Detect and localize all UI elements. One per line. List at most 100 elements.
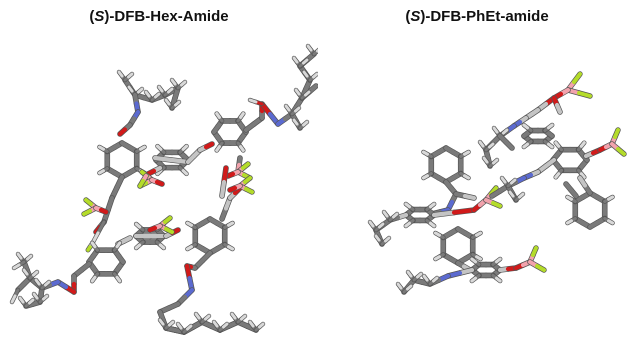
bond (192, 250, 213, 271)
bond (297, 119, 310, 131)
bond (553, 168, 564, 180)
bond (214, 140, 225, 153)
bond (89, 240, 100, 253)
bond (222, 220, 235, 230)
bond (505, 177, 518, 189)
bond (214, 111, 225, 124)
bond (401, 283, 414, 295)
bond (97, 144, 110, 154)
bond (39, 279, 52, 291)
bond (299, 89, 312, 101)
bond (551, 95, 563, 115)
bond (576, 168, 587, 180)
bond (162, 86, 175, 98)
bond (134, 144, 147, 154)
bond (542, 122, 555, 133)
bond (175, 79, 188, 91)
bond (137, 173, 149, 189)
bond (235, 111, 246, 124)
bond (565, 216, 578, 226)
bond (197, 141, 215, 153)
bond (147, 223, 163, 233)
bond (535, 157, 557, 175)
bond (445, 267, 475, 279)
bond (112, 271, 123, 284)
bond (587, 215, 608, 230)
bond (453, 191, 477, 201)
title-chirality: S (410, 8, 421, 25)
bond (109, 174, 125, 201)
bond (112, 240, 123, 253)
bond (602, 194, 615, 204)
bond (177, 165, 189, 177)
bond (379, 235, 392, 247)
bond (149, 91, 162, 103)
bond (424, 218, 437, 229)
bond (243, 115, 265, 133)
bond (9, 287, 21, 305)
bond (431, 207, 477, 218)
bond (421, 171, 434, 181)
bond (433, 252, 446, 262)
bond (89, 271, 100, 284)
bond (235, 313, 248, 325)
bond (609, 141, 627, 157)
bond (469, 273, 482, 284)
bond (387, 211, 400, 223)
bond (490, 273, 503, 284)
title-paren-open: ( (89, 8, 95, 25)
bond (565, 71, 583, 93)
bond (199, 313, 212, 325)
bond (470, 230, 483, 240)
bond (222, 242, 235, 252)
bond (513, 191, 526, 203)
bond (521, 139, 534, 150)
bond (117, 122, 133, 137)
bond (311, 47, 318, 57)
bond (458, 171, 471, 181)
bond (227, 183, 243, 193)
bond (483, 197, 503, 209)
bond (253, 321, 266, 333)
panel-title-hex-amide: (S)-DFB-Hex-Amide (0, 8, 318, 25)
bond (184, 263, 195, 293)
bond (11, 259, 27, 271)
bond (497, 133, 515, 151)
bond (411, 271, 424, 283)
title-chirality: S (94, 8, 105, 25)
bond (424, 201, 437, 212)
bond (175, 287, 195, 307)
crystal-packing-hex-amide (9, 43, 318, 335)
bond (469, 256, 482, 267)
bond (535, 95, 557, 113)
bond (169, 99, 182, 111)
crystal-packing-phet-amide (367, 71, 627, 295)
panel-hex-amide: (S)-DFB-Hex-Amide (0, 8, 318, 335)
bond (433, 230, 446, 240)
bond (23, 297, 36, 309)
bond (521, 122, 534, 133)
bond (155, 143, 167, 155)
bond (470, 252, 483, 262)
bond (307, 71, 318, 83)
bond (27, 269, 40, 281)
bond (71, 261, 92, 279)
bond (403, 218, 416, 229)
panel-phet-amide: (S)-DFB-PhEt-amide (318, 0, 636, 348)
bond (152, 155, 191, 165)
bond (602, 216, 615, 226)
bond (37, 293, 50, 305)
bond (289, 105, 302, 117)
bond (225, 169, 241, 179)
bond (563, 181, 579, 199)
bond (149, 177, 165, 187)
bond (177, 143, 189, 155)
bond (145, 165, 163, 177)
title-compound-name: )-DFB-Hex-Amide (104, 8, 229, 25)
bond (458, 149, 471, 159)
title-compound-name: )-DFB-PhEt-amide (420, 8, 549, 25)
bond (247, 97, 265, 107)
bond (122, 71, 135, 83)
bond (553, 140, 564, 152)
bond (490, 256, 503, 267)
